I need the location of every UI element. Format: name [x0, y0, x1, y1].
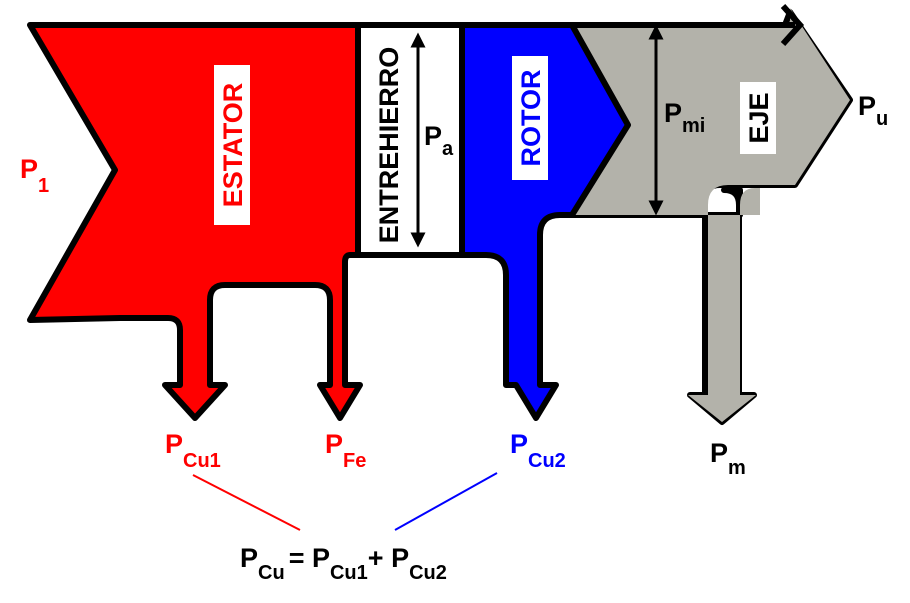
shaft-body: [565, 8, 850, 422]
airgap-label: ENTREHIERRO: [374, 47, 404, 244]
pcu1-label: PCu1: [165, 429, 221, 472]
rotor-label-bg: [512, 56, 548, 180]
cu2-connector: [394, 472, 498, 531]
pcu2-label: PCu2: [510, 429, 566, 472]
shaft-label: EJE: [744, 92, 774, 143]
stator-label: ESTATOR: [218, 83, 248, 208]
pmi-label: Pmi: [664, 98, 705, 137]
copper-loss-equation: PCu= PCu1+ PCu2: [240, 543, 447, 584]
pfe-label: PFe: [325, 429, 366, 472]
pu-label: Pu: [858, 91, 888, 130]
rotor-label: ROTOR: [516, 69, 546, 166]
rotor-flow: [459, 22, 631, 421]
pa-label: Pa: [424, 121, 454, 160]
shaft-label-bg: [740, 82, 776, 154]
stator-flow: [27, 22, 363, 421]
cu1-connector: [192, 474, 301, 531]
p1-label: P1: [20, 154, 49, 197]
top-arrow-head: [780, 3, 805, 47]
pm-label: Pm: [710, 438, 746, 479]
stator-label-bg: [214, 65, 250, 225]
